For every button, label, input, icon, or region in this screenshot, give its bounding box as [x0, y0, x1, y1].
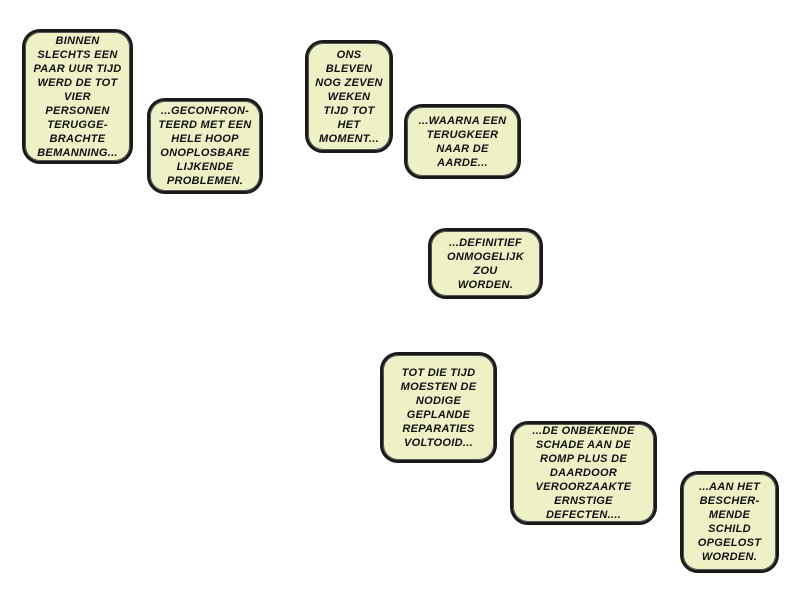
- caption-box-5: ...DEFINITIEF ONMOGELIJK ZOU WORDEN.: [428, 228, 543, 299]
- caption-box-2: ...GECONFRON- TEERD MET EEN HELE HOOP ON…: [147, 98, 263, 194]
- caption-text: ...DEFINITIEF ONMOGELIJK ZOU WORDEN.: [447, 236, 524, 291]
- caption-text: ONS BLEVEN NOG ZEVEN WEKEN TIJD TOT HET …: [315, 48, 383, 145]
- caption-text: ...DE ONBEKENDE SCHADE AAN DE ROMP PLUS …: [532, 425, 635, 521]
- caption-box-1: BINNEN SLECHTS EEN PAAR UUR TIJD WERD DE…: [22, 29, 133, 164]
- caption-box-6: TOT DIE TIJD MOESTEN DE NODIGE GEPLANDE …: [380, 352, 497, 463]
- caption-box-4: ...WAARNA EEN TERUGKEER NAAR DE AARDE...: [404, 104, 521, 179]
- caption-text: ...GECONFRON- TEERD MET EEN HELE HOOP ON…: [158, 105, 252, 187]
- caption-box-8: ...AAN HET BESCHER- MENDE SCHILD OPGELOS…: [680, 471, 779, 573]
- caption-text: BINNEN SLECHTS EEN PAAR UUR TIJD WERD DE…: [33, 34, 122, 159]
- caption-text: TOT DIE TIJD MOESTEN DE NODIGE GEPLANDE …: [400, 366, 477, 449]
- caption-box-7: ...DE ONBEKENDE SCHADE AAN DE ROMP PLUS …: [510, 421, 657, 525]
- caption-text: ...WAARNA EEN TERUGKEER NAAR DE AARDE...: [418, 114, 507, 169]
- caption-box-3: ONS BLEVEN NOG ZEVEN WEKEN TIJD TOT HET …: [305, 40, 393, 153]
- caption-text: ...AAN HET BESCHER- MENDE SCHILD OPGELOS…: [697, 481, 762, 563]
